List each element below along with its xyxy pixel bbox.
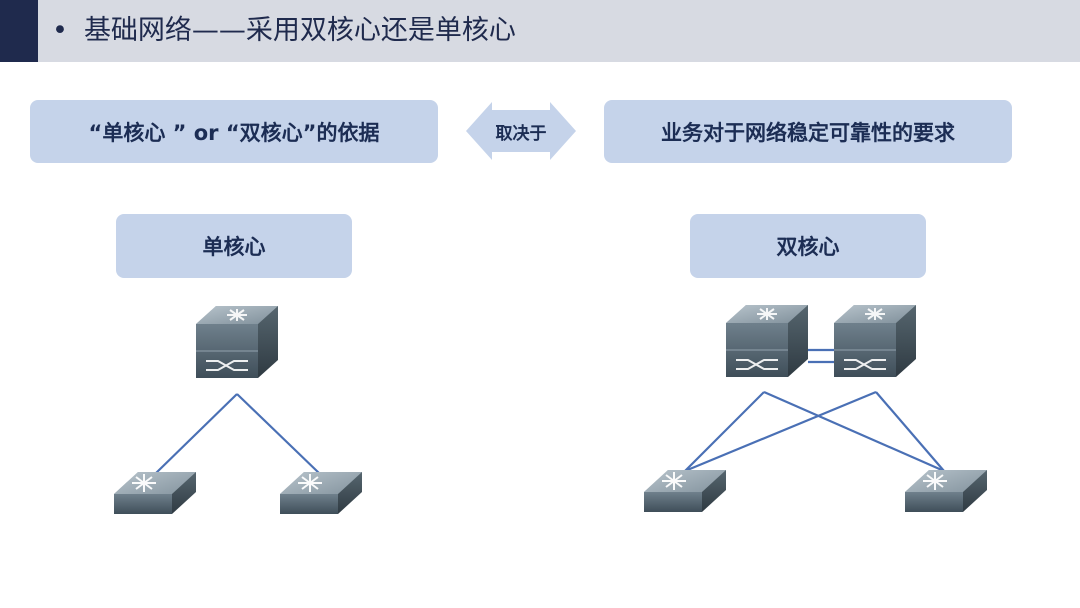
basis-box: “单核心 ” or “双核心”的依据 xyxy=(30,100,438,163)
access-switch-icon xyxy=(643,469,727,513)
access-switch-icon xyxy=(904,469,988,513)
depends-on-label: 取决于 xyxy=(495,123,547,144)
dual-core-box: 双核心 xyxy=(690,214,926,278)
slide-title: • 基础网络——采用双核心还是单核心 xyxy=(52,14,516,48)
core-switch-icon xyxy=(195,305,279,379)
requirement-box: 业务对于网络稳定可靠性的要求 xyxy=(604,100,1012,163)
access-switch-icon xyxy=(113,471,197,515)
dual-core-links xyxy=(684,348,945,473)
header-bar: • 基础网络——采用双核心还是单核心 xyxy=(0,0,1080,62)
double-arrow-icon xyxy=(466,102,576,160)
single-core-box: 单核心 xyxy=(116,214,352,278)
access-switch-icon xyxy=(279,471,363,515)
header-accent xyxy=(0,0,38,62)
title-text: 基础网络——采用双核心还是单核心 xyxy=(83,15,516,46)
title-bullet: • xyxy=(52,15,68,46)
single-core-links xyxy=(154,393,321,475)
core-switch-icon xyxy=(725,304,809,378)
core-switch-icon xyxy=(833,304,917,378)
